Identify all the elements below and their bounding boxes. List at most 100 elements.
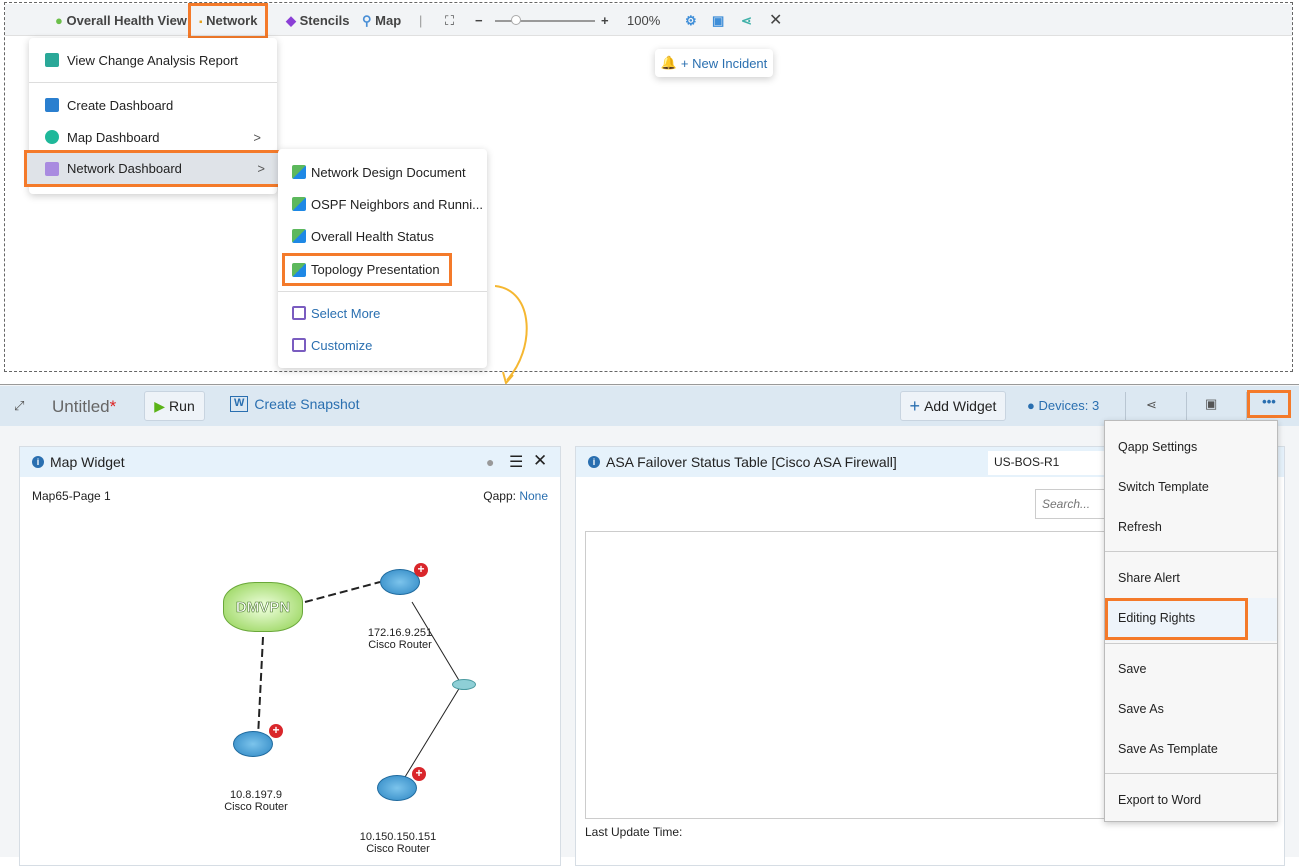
zoom-in-button[interactable]: + — [601, 13, 609, 28]
arrow-connector — [495, 285, 528, 386]
router-icon[interactable] — [377, 775, 417, 801]
bell-icon: 🔔 — [660, 55, 677, 70]
label: Topology Presentation — [311, 262, 440, 277]
qapp-link[interactable]: None — [519, 489, 548, 503]
info-icon[interactable]: i — [588, 456, 600, 468]
network-menu: View Change Analysis Report Create Dashb… — [24, 38, 282, 194]
customize-link[interactable]: Customize — [278, 329, 487, 361]
search-input[interactable] — [1035, 489, 1115, 519]
map-toolbar: ● Overall Health View ▪ Network ◆ Stenci… — [5, 3, 1292, 39]
switch-icon[interactable] — [452, 679, 476, 690]
menu-item-view-change-analysis[interactable]: View Change Analysis Report — [29, 44, 277, 76]
label: View Change Analysis Report — [67, 52, 239, 68]
menu-item-map-dashboard[interactable]: Map Dashboard> — [29, 121, 277, 153]
fit-view-icon[interactable]: ⛶ — [445, 13, 455, 28]
dmvpn-cloud[interactable]: DMVPN — [223, 582, 303, 632]
zoom-slider-handle[interactable] — [511, 15, 521, 25]
type: Cisco Router — [368, 639, 432, 651]
new-incident-button[interactable]: 🔔+ New Incident — [655, 49, 773, 77]
menu-item-share-alert[interactable]: Share Alert — [1118, 571, 1180, 585]
info-icon[interactable]: i — [32, 456, 44, 468]
menu-item-refresh[interactable]: Refresh — [1118, 520, 1162, 534]
plus-icon: + — [909, 395, 921, 416]
more-options-button[interactable]: ••• — [1247, 390, 1291, 418]
map-button[interactable]: ⚲ Map — [362, 13, 401, 29]
submenu-item[interactable]: Overall Health Status — [278, 220, 487, 252]
plus-icon[interactable]: + — [412, 767, 426, 781]
stencils-icon: ◆ — [286, 13, 296, 28]
menu-item-switch-template[interactable]: Switch Template — [1118, 480, 1209, 494]
label: Map — [375, 13, 402, 28]
select-more-icon — [292, 306, 306, 320]
close-icon[interactable]: ✕ — [533, 451, 548, 470]
label: Customize — [311, 337, 373, 353]
last-update-label: Last Update Time: — [585, 825, 683, 839]
menu-item-qapp-settings[interactable]: Qapp Settings — [1118, 440, 1198, 454]
cloud-label: DMVPN — [235, 599, 291, 617]
menu-item-save[interactable]: Save — [1118, 662, 1147, 676]
network-dashboard-icon — [45, 161, 59, 176]
devices-button[interactable]: ● Devices: 3 — [1027, 398, 1099, 413]
menu-item-network-dashboard[interactable]: Network Dashboard> — [24, 150, 282, 187]
title: Untitled — [52, 397, 110, 416]
router-icon[interactable] — [233, 731, 273, 757]
menu-item-save-as[interactable]: Save As — [1118, 702, 1164, 716]
menu-item-editing-rights-label[interactable]: Editing Rights — [1118, 611, 1196, 625]
label: Network — [206, 13, 258, 28]
device-select[interactable]: US-BOS-R1 — [988, 451, 1118, 475]
label: Create Dashboard — [67, 97, 174, 113]
menu-item-create-dashboard[interactable]: Create Dashboard — [29, 89, 277, 121]
close-icon[interactable]: ✕ — [769, 12, 783, 29]
label: Map Dashboard — [67, 129, 160, 145]
submenu-item-topology-presentation[interactable]: Topology Presentation — [282, 253, 452, 286]
plus-icon[interactable]: + — [269, 724, 283, 738]
network-icon: ▪ — [199, 17, 203, 28]
label: Select More — [311, 305, 381, 321]
share-icon[interactable]: ⋖ — [1146, 397, 1157, 412]
stencils-button[interactable]: ◆ Stencils — [286, 13, 349, 29]
save-icon[interactable]: ▣ — [1205, 396, 1218, 411]
network-menu-button[interactable]: ▪ Network — [187, 3, 269, 39]
label: Overall Health View — [66, 13, 187, 28]
map-icon: ⚲ — [362, 13, 372, 28]
report-icon — [45, 53, 59, 67]
label: Network Dashboard — [67, 161, 182, 176]
overall-health-view-button[interactable]: ● Overall Health View — [55, 13, 187, 28]
play-icon[interactable]: ● — [486, 454, 495, 470]
label: Stencils — [299, 13, 350, 28]
more-options-menu: Qapp Settings Switch Template Refresh Sh… — [1104, 420, 1278, 822]
share-icon[interactable]: ⋖ — [741, 13, 752, 28]
router-icon[interactable] — [380, 569, 420, 595]
settings-icon[interactable]: ⚙ — [685, 13, 697, 28]
label: Overall Health Status — [311, 228, 434, 244]
modified-indicator: * — [109, 397, 117, 416]
label: + New Incident — [680, 55, 768, 71]
network-dashboard-submenu: Network Design Document OSPF Neighbors a… — [278, 149, 487, 368]
label: Devices: 3 — [1038, 398, 1100, 413]
menu-icon[interactable]: ☰ — [509, 454, 524, 471]
divider: | — [419, 13, 423, 28]
run-button[interactable]: ▶Run — [144, 391, 205, 421]
dashboard-gear-icon — [292, 165, 306, 179]
menu-item-export-to-word[interactable]: Export to Word — [1118, 793, 1202, 807]
expand-icon[interactable]: ⤢ — [14, 398, 25, 413]
label: OSPF Neighbors and Runni... — [311, 196, 483, 212]
zoom-out-button[interactable]: − — [475, 13, 483, 28]
label: Add Widget — [924, 398, 997, 414]
ip: 10.150.150.151 — [359, 831, 437, 843]
submenu-item[interactable]: OSPF Neighbors and Runni... — [278, 188, 487, 220]
select-more-link[interactable]: Select More — [278, 297, 487, 329]
submenu-item[interactable]: Network Design Document — [278, 156, 487, 188]
device-icon: ● — [1027, 398, 1035, 413]
menu-item-save-as-template[interactable]: Save As Template — [1118, 742, 1218, 756]
save-icon[interactable]: ▣ — [712, 13, 725, 28]
add-widget-button[interactable]: +Add Widget — [900, 391, 1006, 421]
plus-icon[interactable]: + — [414, 563, 428, 577]
zoom-slider[interactable] — [495, 15, 595, 25]
